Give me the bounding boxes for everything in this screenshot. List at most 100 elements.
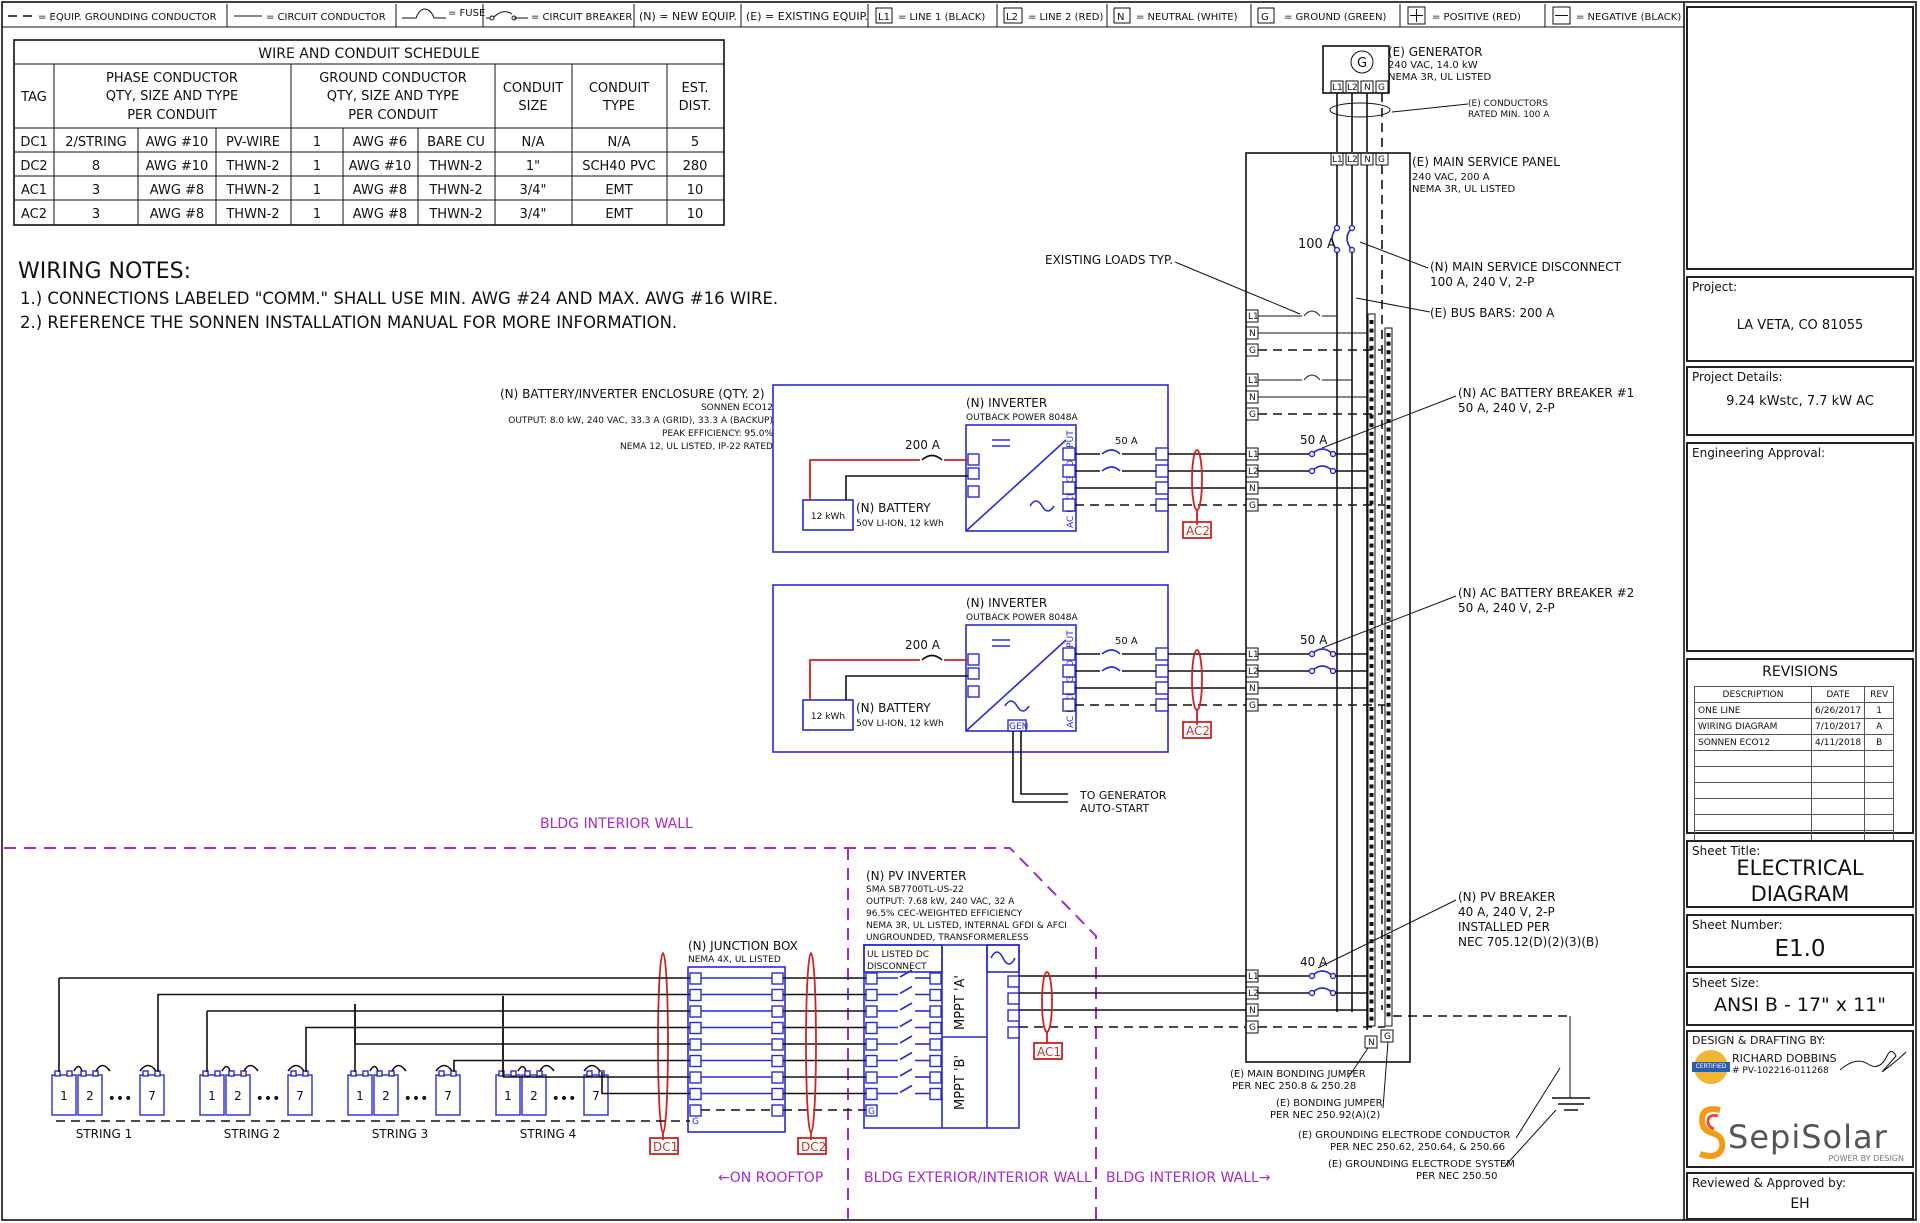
- revision-description: [1694, 814, 1812, 831]
- dc2-tag: DC2: [801, 1140, 826, 1154]
- pv-mppt-terminal: [929, 1038, 942, 1051]
- ground-bus-terminal: [1386, 874, 1391, 879]
- existing-load-1: L1 N G: [1245, 309, 1382, 357]
- mppt-a-label: MPPT 'A': [953, 975, 968, 1030]
- ground-bus-terminal: [1386, 358, 1391, 363]
- svg-text:N: N: [1249, 1006, 1256, 1016]
- schedule-ground-header-3: PER CONDUIT: [348, 108, 438, 123]
- pv-mppt-terminal: [929, 1087, 942, 1101]
- pv-module: [51, 1074, 77, 1116]
- pv-mppt-terminal: [929, 972, 942, 985]
- schedule-cell: PV-WIRE: [226, 135, 280, 150]
- jbox-terminal-in: [689, 1038, 702, 1051]
- pv-inverter-type: UNGROUNDED, TRANSFORMERLESS: [866, 933, 1029, 943]
- neutral-bus-terminal: [1369, 500, 1374, 505]
- jbox-terminal-in: [689, 972, 702, 985]
- schedule-conduit-type-header-2: TYPE: [602, 99, 635, 114]
- legend-bar: = EQUIP. GROUNDING CONDUCTOR = CIRCUIT C…: [2, 4, 1684, 28]
- pv-module-label: 2: [86, 1089, 94, 1103]
- schedule-cell: 1: [313, 183, 321, 198]
- ground-bus-terminal: [1386, 350, 1391, 355]
- ground-bus-terminal: [1386, 333, 1391, 337]
- ac-input-text-1: AC MICROGRID INPUT: [1066, 430, 1076, 528]
- sheet-size-label: Sheet Size:: [1692, 976, 1760, 990]
- msp-terminal-l1: L1: [1332, 155, 1343, 165]
- jbox-terminal-in: [689, 1087, 702, 1101]
- disconnect-switch-blade: [899, 985, 913, 995]
- ground-bus-terminal: [1386, 745, 1391, 750]
- neutral-bus-terminal: [1369, 913, 1374, 918]
- msp-terminal-l2: L2: [1347, 155, 1358, 165]
- neutral-bus-terminal: [1369, 836, 1374, 840]
- schedule-title: WIRE AND CONDUIT SCHEDULE: [258, 46, 479, 62]
- legend-existing-text: (E) = EXISTING EQUIP.: [746, 10, 868, 23]
- disconnect-switch-blade: [899, 1002, 913, 1011]
- ground-bus-terminal: [1386, 1012, 1391, 1017]
- project-details-box: Project Details: 9.24 kWstc, 7.7 kW AC: [1686, 366, 1914, 436]
- ground-bus-terminal: [1386, 986, 1391, 991]
- reviewed-label: Reviewed & Approved by:: [1692, 1176, 1847, 1190]
- enclosure-2-breaker-rating: 50 A: [1115, 636, 1138, 647]
- revision-row: [1694, 782, 1895, 799]
- svg-text:L1: L1: [1248, 650, 1259, 660]
- schedule-cell: 10: [687, 207, 704, 222]
- jbox-terminal-out: [771, 1071, 784, 1084]
- svg-text:N: N: [1249, 684, 1256, 694]
- neutral-bus-terminal: [1369, 612, 1374, 617]
- generator-detail-2: NEMA 3R, UL LISTED: [1388, 72, 1491, 83]
- pv-dc-terminal: [865, 972, 878, 985]
- jbox-terminal-out: [771, 1054, 784, 1068]
- pv-breaker-rating: 40 A, 240 V, 2-P: [1458, 905, 1555, 919]
- pv-module-label: 7: [444, 1089, 452, 1103]
- pv-dc-terminal: [865, 1054, 878, 1068]
- ground-bus-terminal: [1386, 436, 1391, 441]
- ac1-tag: AC1: [1037, 1045, 1061, 1059]
- ground-bus-terminal: [1386, 694, 1391, 699]
- ground-bus-terminal: [1386, 995, 1391, 1000]
- ground-bus-terminal: [1386, 866, 1391, 871]
- neutral-bus-terminal: [1369, 603, 1374, 608]
- schedule-cell: AWG #8: [150, 207, 204, 222]
- string-negative-wire: [601, 1072, 690, 1095]
- certified-badge-text: CERTIFIED: [1692, 1062, 1730, 1072]
- ground-bus-terminal: [1386, 883, 1391, 888]
- ground-bus-terminal: [1386, 530, 1391, 535]
- legend-n-box: N: [1117, 12, 1124, 23]
- schedule-cell: THWN-2: [428, 207, 482, 222]
- schedule-ground-header: GROUND CONDUCTOR: [319, 71, 467, 86]
- rev-header-description: DESCRIPTION: [1694, 686, 1812, 703]
- wiring-note-2: 2.) REFERENCE THE SONNEN INSTALLATION MA…: [20, 313, 677, 332]
- msp-label: (E) MAIN SERVICE PANEL: [1412, 155, 1560, 169]
- ground-bus-terminal: [1386, 453, 1391, 458]
- pv-module: [521, 1074, 547, 1116]
- pv-module-label: 1: [504, 1089, 512, 1103]
- sheet-size-box: Sheet Size: ANSI B - 17" x 11": [1686, 972, 1914, 1026]
- neutral-bus-terminal: [1369, 517, 1374, 522]
- ground-bus-terminal: [1386, 367, 1391, 372]
- neutral-bus-terminal: [1369, 1008, 1374, 1012]
- pv-dc-terminal: [865, 988, 878, 1002]
- jbox-terminal-out: [771, 1087, 784, 1101]
- schedule-conduit-size-header-2: SIZE: [518, 99, 547, 114]
- legend-l2-text: = LINE 2 (RED): [1028, 12, 1103, 23]
- sepisolar-logo-icon: [1698, 1106, 1726, 1159]
- ground-bus-terminal: [1386, 849, 1391, 853]
- legend-l1-text: = LINE 1 (BLACK): [898, 12, 985, 23]
- neutral-bus-terminal: [1369, 543, 1374, 548]
- ground-bus-terminal: [1386, 857, 1391, 862]
- jbox-terminal-in: [689, 1054, 702, 1068]
- project-box: Project: LA VETA, CO 81055: [1686, 276, 1914, 362]
- pv-breaker-icon: [1311, 970, 1334, 994]
- ground-bus-terminal: [1386, 978, 1391, 982]
- neutral-bus-terminal: [1369, 973, 1374, 978]
- gen-terminal-l1: L1: [1332, 83, 1343, 93]
- legend-new-text: (N) = NEW EQUIP.: [639, 10, 737, 23]
- neutral-bus-terminal: [1369, 664, 1374, 668]
- svg-text:N: N: [1249, 329, 1256, 339]
- legend-ground-text: = EQUIP. GROUNDING CONDUCTOR: [38, 12, 217, 23]
- jbox-terminal-out: [771, 1021, 784, 1035]
- sheet-title-line-2: DIAGRAM: [1750, 882, 1850, 906]
- enclosure-label: (N) BATTERY/INVERTER ENCLOSURE (QTY. 2): [500, 387, 765, 401]
